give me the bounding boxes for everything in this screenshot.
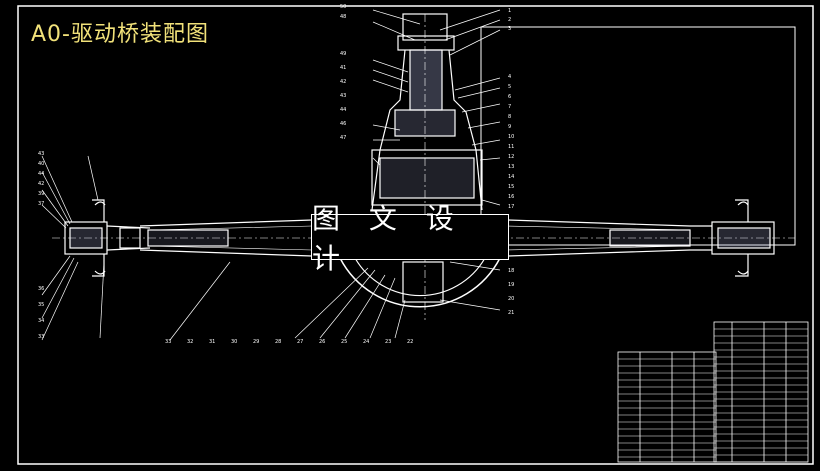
part-label: 20 <box>508 296 514 302</box>
part-label: 6 <box>508 94 511 100</box>
part-label: 8 <box>508 114 511 120</box>
part-label: 29 <box>253 339 259 345</box>
part-label: 33 <box>165 339 171 345</box>
part-label: 31 <box>209 339 215 345</box>
part-label: 50 <box>340 4 346 10</box>
part-label: 2 <box>508 17 511 23</box>
part-label: 9 <box>508 124 511 130</box>
part-label: 11 <box>508 144 514 150</box>
part-label: 42 <box>38 181 44 187</box>
part-label: 28 <box>275 339 281 345</box>
part-label: 43 <box>38 151 44 157</box>
part-label: 5 <box>508 84 511 90</box>
part-label: 3 <box>508 26 511 32</box>
left-axle-housing <box>139 219 313 257</box>
part-label: 7 <box>508 104 511 110</box>
part-label: 19 <box>508 282 514 288</box>
drawing-title: A0-驱动桥装配图 <box>31 22 209 47</box>
part-label: 40 <box>38 161 44 167</box>
part-label: 12 <box>508 154 514 160</box>
part-label: 27 <box>297 339 303 345</box>
table-rows <box>618 328 808 463</box>
part-label: 4 <box>508 74 511 80</box>
part-number-labels: 1234567891011121314151617504849414243444… <box>38 4 514 345</box>
part-label: 48 <box>340 14 346 20</box>
part-label: 33 <box>38 334 44 340</box>
part-label: 25 <box>341 339 347 345</box>
part-label: 37 <box>38 201 44 207</box>
part-label: 24 <box>363 339 369 345</box>
right-axle-housing <box>506 219 691 257</box>
part-label: 32 <box>187 339 193 345</box>
part-label: 39 <box>38 191 44 197</box>
right-wheel-hub <box>690 199 775 277</box>
part-label: 10 <box>508 134 514 140</box>
part-label: 35 <box>38 302 44 308</box>
part-label: 34 <box>38 318 44 324</box>
part-label: 43 <box>340 93 346 99</box>
part-label: 23 <box>385 339 391 345</box>
part-label: 41 <box>340 65 346 71</box>
part-label: 15 <box>508 184 514 190</box>
part-label: 16 <box>508 194 514 200</box>
part-label: 21 <box>508 310 514 316</box>
part-label: 44 <box>38 171 44 177</box>
part-label: 47 <box>340 135 346 141</box>
part-label: 30 <box>231 339 237 345</box>
watermark-box: 图 文 设 计 <box>311 202 509 275</box>
drawing-border <box>17 5 814 465</box>
title-block-frame <box>480 26 796 246</box>
part-label: 46 <box>340 121 346 127</box>
main-reducer <box>339 13 501 320</box>
part-label: 1 <box>508 8 511 14</box>
parts-table-left <box>617 351 717 463</box>
part-label: 22 <box>407 339 413 345</box>
part-label: 42 <box>340 79 346 85</box>
part-label: 18 <box>508 268 514 274</box>
part-label: 44 <box>340 107 346 113</box>
part-label: 13 <box>508 164 514 170</box>
part-label: 14 <box>508 174 514 180</box>
leader-lines <box>41 9 501 341</box>
part-label: 17 <box>508 204 514 210</box>
part-label: 36 <box>38 286 44 292</box>
part-label: 26 <box>319 339 325 345</box>
left-wheel-hub <box>64 199 151 277</box>
part-label: 49 <box>340 51 346 57</box>
watermark-text: 图 文 设 计 <box>312 202 464 275</box>
